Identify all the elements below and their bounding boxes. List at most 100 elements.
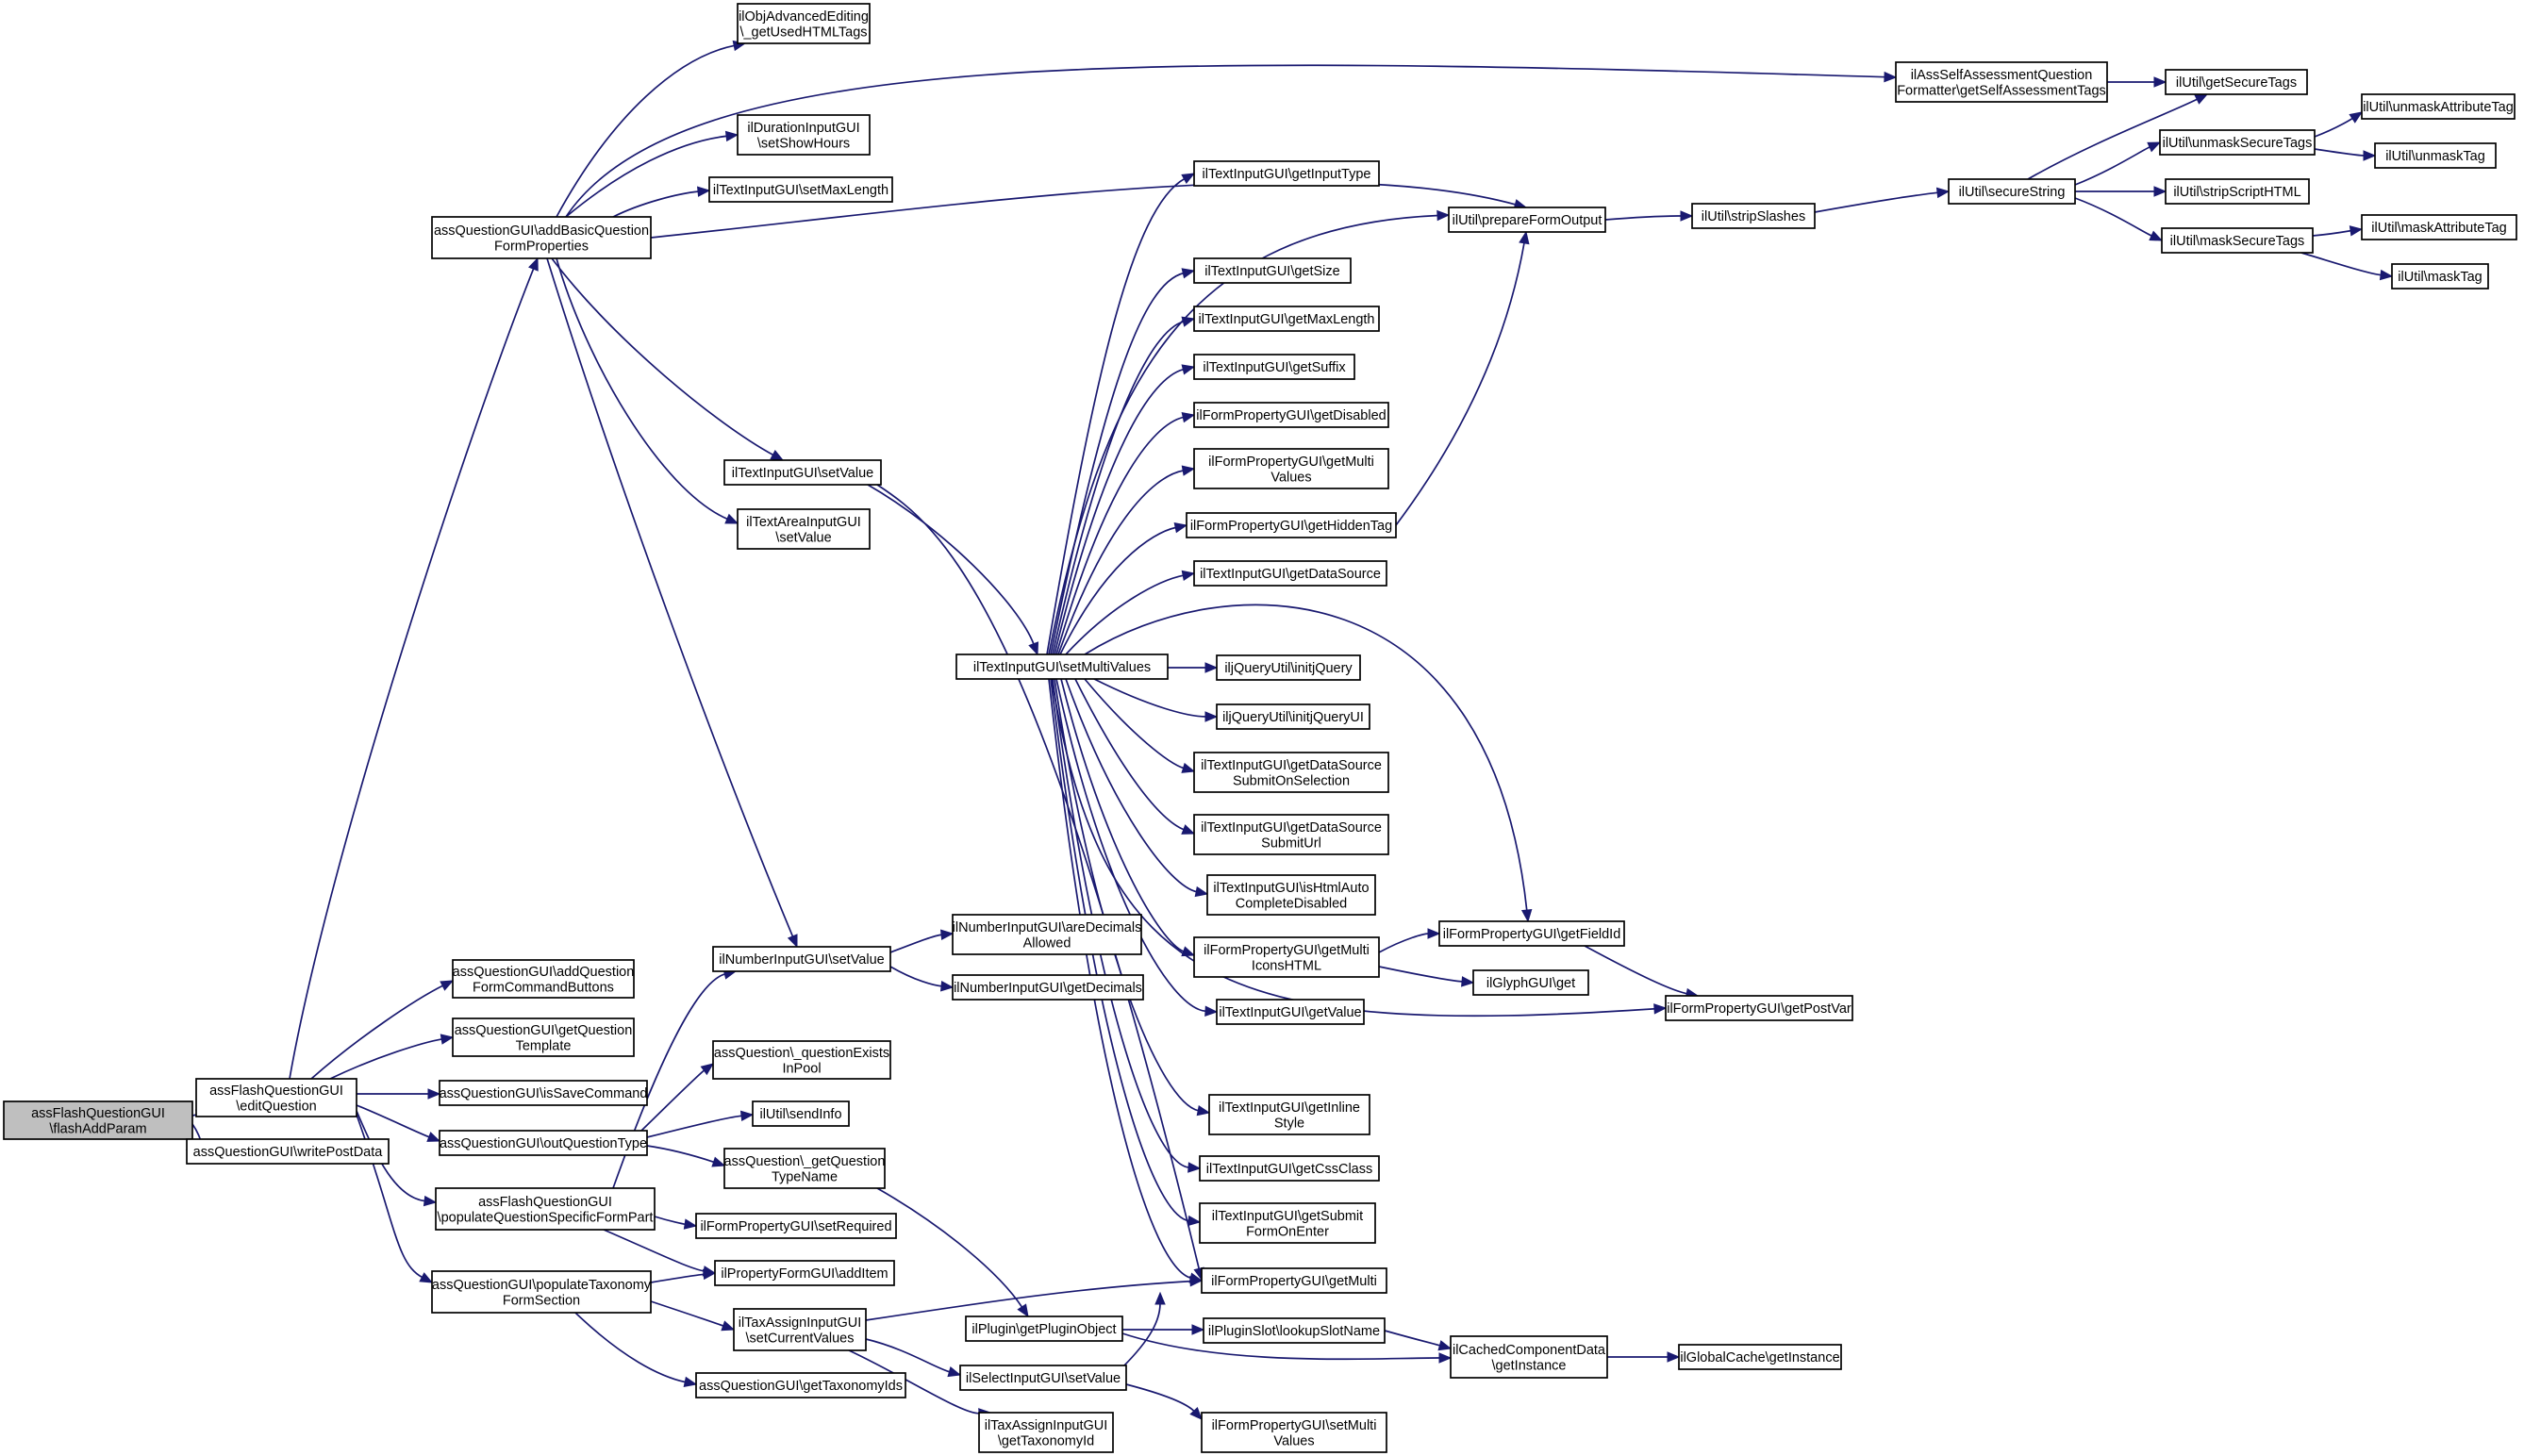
- node-getDec[interactable]: ilNumberInputGUI\getDecimals: [952, 974, 1144, 1001]
- edge-selSetValue-to-setMultiValuesFP: [1125, 1383, 1203, 1420]
- node-lookupSlot[interactable]: ilPluginSlot\lookupSlotName: [1203, 1317, 1386, 1344]
- node-setMultiValuesFP[interactable]: ilFormPropertyGUI\setMultiValues: [1201, 1412, 1387, 1453]
- node-label: ilAssSelfAssessmentQuestion: [1911, 68, 2093, 83]
- node-maskAttr[interactable]: ilUtil\maskAttributeTag: [2361, 214, 2517, 240]
- node-label: Template: [516, 1038, 572, 1053]
- node-isHtmlAuto[interactable]: ilTextInputGUI\isHtmlAutoCompleteDisable…: [1206, 874, 1376, 916]
- node-getHiddenTag[interactable]: ilFormPropertyGUI\getHiddenTag: [1186, 512, 1397, 538]
- node-unmaskAttr[interactable]: ilUtil\unmaskAttributeTag: [2361, 93, 2516, 120]
- edge-getHiddenTag-to-prepareForm: [1395, 230, 1530, 526]
- node-populateTax[interactable]: assQuestionGUI\populateTaxonomyFormSecti…: [431, 1270, 652, 1314]
- node-sendInfo[interactable]: ilUtil\sendInfo: [752, 1100, 850, 1127]
- node-stripSlashes[interactable]: ilUtil\stripSlashes: [1691, 203, 1816, 229]
- node-getSize[interactable]: ilTextInputGUI\getSize: [1193, 257, 1352, 284]
- node-getTaxIds[interactable]: assQuestionGUI\getTaxonomyIds: [695, 1372, 906, 1398]
- node-setRequired[interactable]: ilFormPropertyGUI\setRequired: [695, 1213, 897, 1239]
- node-getCssClass[interactable]: ilTextInputGUI\getCssClass: [1199, 1155, 1380, 1182]
- node-addItem[interactable]: ilPropertyFormGUI\addItem: [714, 1260, 895, 1286]
- node-unmaskSecure[interactable]: ilUtil\unmaskSecureTags: [2159, 129, 2316, 156]
- node-label: \setValue: [775, 530, 831, 545]
- node-assSelfAssess[interactable]: ilAssSelfAssessmentQuestionFormatter\get…: [1895, 61, 2108, 103]
- node-getTaxId[interactable]: ilTaxAssignInputGUI\getTaxonomyId: [978, 1412, 1114, 1453]
- node-getSuffix[interactable]: ilTextInputGUI\getSuffix: [1193, 354, 1355, 380]
- node-label: TypeName: [772, 1169, 838, 1184]
- node-label: ilPropertyFormGUI\addItem: [721, 1266, 888, 1282]
- node-label: assQuestionGUI\outQuestionType: [440, 1136, 647, 1151]
- node-label: ilPlugin\getPluginObject: [971, 1322, 1116, 1337]
- node-initjQueryUI[interactable]: iljQueryUtil\initjQueryUI: [1216, 703, 1370, 730]
- node-label: ilGlobalCache\getInstance: [1680, 1350, 1839, 1365]
- node-addBasic[interactable]: assQuestionGUI\addBasicQuestionFormPrope…: [431, 216, 652, 259]
- node-getMulti[interactable]: ilFormPropertyGUI\getMulti: [1201, 1267, 1387, 1294]
- node-edit[interactable]: assFlashQuestionGUI\editQuestion: [195, 1078, 357, 1117]
- edge-unmaskSecure-to-unmaskAttr: [2314, 111, 2364, 138]
- node-getInputType[interactable]: ilTextInputGUI\getInputType: [1193, 160, 1380, 187]
- node-getSecureTags[interactable]: ilUtil\getSecureTags: [2165, 69, 2308, 95]
- node-label: Style: [1274, 1116, 1304, 1131]
- node-populateSpec[interactable]: assFlashQuestionGUI\populateQuestionSpec…: [435, 1187, 656, 1231]
- node-label: InPool: [782, 1061, 821, 1076]
- edge-addBasic-to-taSetValue: [556, 257, 739, 524]
- node-cachedGet[interactable]: ilCachedComponentData\getInstance: [1450, 1335, 1608, 1379]
- node-maskSecure[interactable]: ilUtil\maskSecureTags: [2161, 227, 2314, 254]
- node-numSetValue[interactable]: ilNumberInputGUI\setValue: [712, 946, 891, 972]
- node-label: \populateQuestionSpecificFormPart: [438, 1210, 654, 1225]
- node-label: assQuestionGUI\addBasicQuestion: [434, 223, 649, 239]
- node-isSave[interactable]: assQuestionGUI\isSaveCommand: [439, 1080, 648, 1106]
- node-getMaxLength[interactable]: ilTextInputGUI\getMaxLength: [1193, 306, 1380, 332]
- node-secureString[interactable]: ilUtil\secureString: [1948, 178, 2076, 205]
- edge-tiSetValue-to-getMulti: [876, 484, 1204, 1282]
- node-maskTag[interactable]: ilUtil\maskTag: [2391, 263, 2489, 290]
- node-setMulti[interactable]: ilTextInputGUI\setMultiValues: [955, 654, 1169, 680]
- node-setMaxLen[interactable]: ilTextInputGUI\setMaxLength: [708, 176, 893, 203]
- node-getFieldId[interactable]: ilFormPropertyGUI\getFieldId: [1438, 920, 1625, 947]
- node-selSetValue[interactable]: ilSelectInputGUI\setValue: [959, 1365, 1127, 1391]
- node-getDisabled[interactable]: ilFormPropertyGUI\getDisabled: [1193, 402, 1389, 428]
- node-initjQuery[interactable]: iljQueryUtil\initjQuery: [1216, 654, 1361, 681]
- node-getPluginObj[interactable]: ilPlugin\getPluginObject: [965, 1315, 1123, 1342]
- node-prepareForm[interactable]: ilUtil\prepareFormOutput: [1448, 207, 1606, 233]
- node-label: iljQueryUtil\initjQueryUI: [1222, 710, 1364, 725]
- edge-addBasic-to-assSelfAssess: [565, 64, 1898, 218]
- edge-edit-to-isSave: [357, 1088, 441, 1100]
- node-label: ilFormPropertyGUI\getMulti: [1211, 1274, 1377, 1289]
- node-addCmd[interactable]: assQuestionGUI\addQuestionFormCommandBut…: [452, 959, 635, 999]
- node-taxSetCur[interactable]: ilTaxAssignInputGUI\setCurrentValues: [733, 1308, 867, 1351]
- node-label: Allowed: [1023, 935, 1071, 951]
- node-glyphGet[interactable]: ilGlyphGUI\get: [1472, 969, 1589, 996]
- node-unmaskTag[interactable]: ilUtil\unmaskTag: [2374, 142, 2497, 169]
- node-taSetValue[interactable]: ilTextAreaInputGUI\setValue: [737, 508, 871, 550]
- node-globalCache[interactable]: ilGlobalCache\getInstance: [1678, 1344, 1842, 1370]
- edge-outType-to-getTypeName: [646, 1145, 726, 1167]
- node-outType[interactable]: assQuestionGUI\outQuestionType: [439, 1130, 648, 1156]
- edge-setMulti-to-isHtmlAuto: [1065, 678, 1209, 898]
- node-durShow[interactable]: ilDurationInputGUI\setShowHours: [737, 114, 871, 156]
- node-getPostVar[interactable]: ilFormPropertyGUI\getPostVar: [1665, 995, 1853, 1021]
- node-stripScript[interactable]: ilUtil\stripScriptHTML: [2165, 178, 2310, 205]
- node-tiGetValue[interactable]: ilTextInputGUI\getValue: [1216, 999, 1365, 1025]
- node-label: ilTextAreaInputGUI: [746, 515, 861, 530]
- node-label: ilDurationInputGUI: [747, 121, 859, 136]
- node-label: ilUtil\stripSlashes: [1702, 209, 1805, 224]
- node-dsSubmitOnSel[interactable]: ilTextInputGUI\getDataSourceSubmitOnSele…: [1193, 752, 1389, 793]
- edge-getFieldId-to-getPostVar: [1584, 945, 1700, 1000]
- node-label: ilUtil\maskTag: [2398, 270, 2482, 285]
- edge-populateTax-to-taxSetCur: [650, 1300, 736, 1332]
- edge-prepareForm-to-stripSlashes: [1604, 210, 1694, 222]
- node-root[interactable]: assFlashQuestionGUI\flashAddParam: [3, 1100, 193, 1140]
- edge-setMulti-to-getCssClass: [1052, 678, 1202, 1173]
- node-tiSetValue[interactable]: ilTextInputGUI\setValue: [723, 459, 882, 486]
- node-objAdv[interactable]: ilObjAdvancedEditing\_getUsedHTMLTags: [737, 3, 871, 44]
- node-getDataSource[interactable]: ilTextInputGUI\getDataSource: [1193, 560, 1387, 587]
- node-writePost[interactable]: assQuestionGUI\writePostData: [186, 1138, 390, 1165]
- node-label: assFlashQuestionGUI: [31, 1106, 165, 1121]
